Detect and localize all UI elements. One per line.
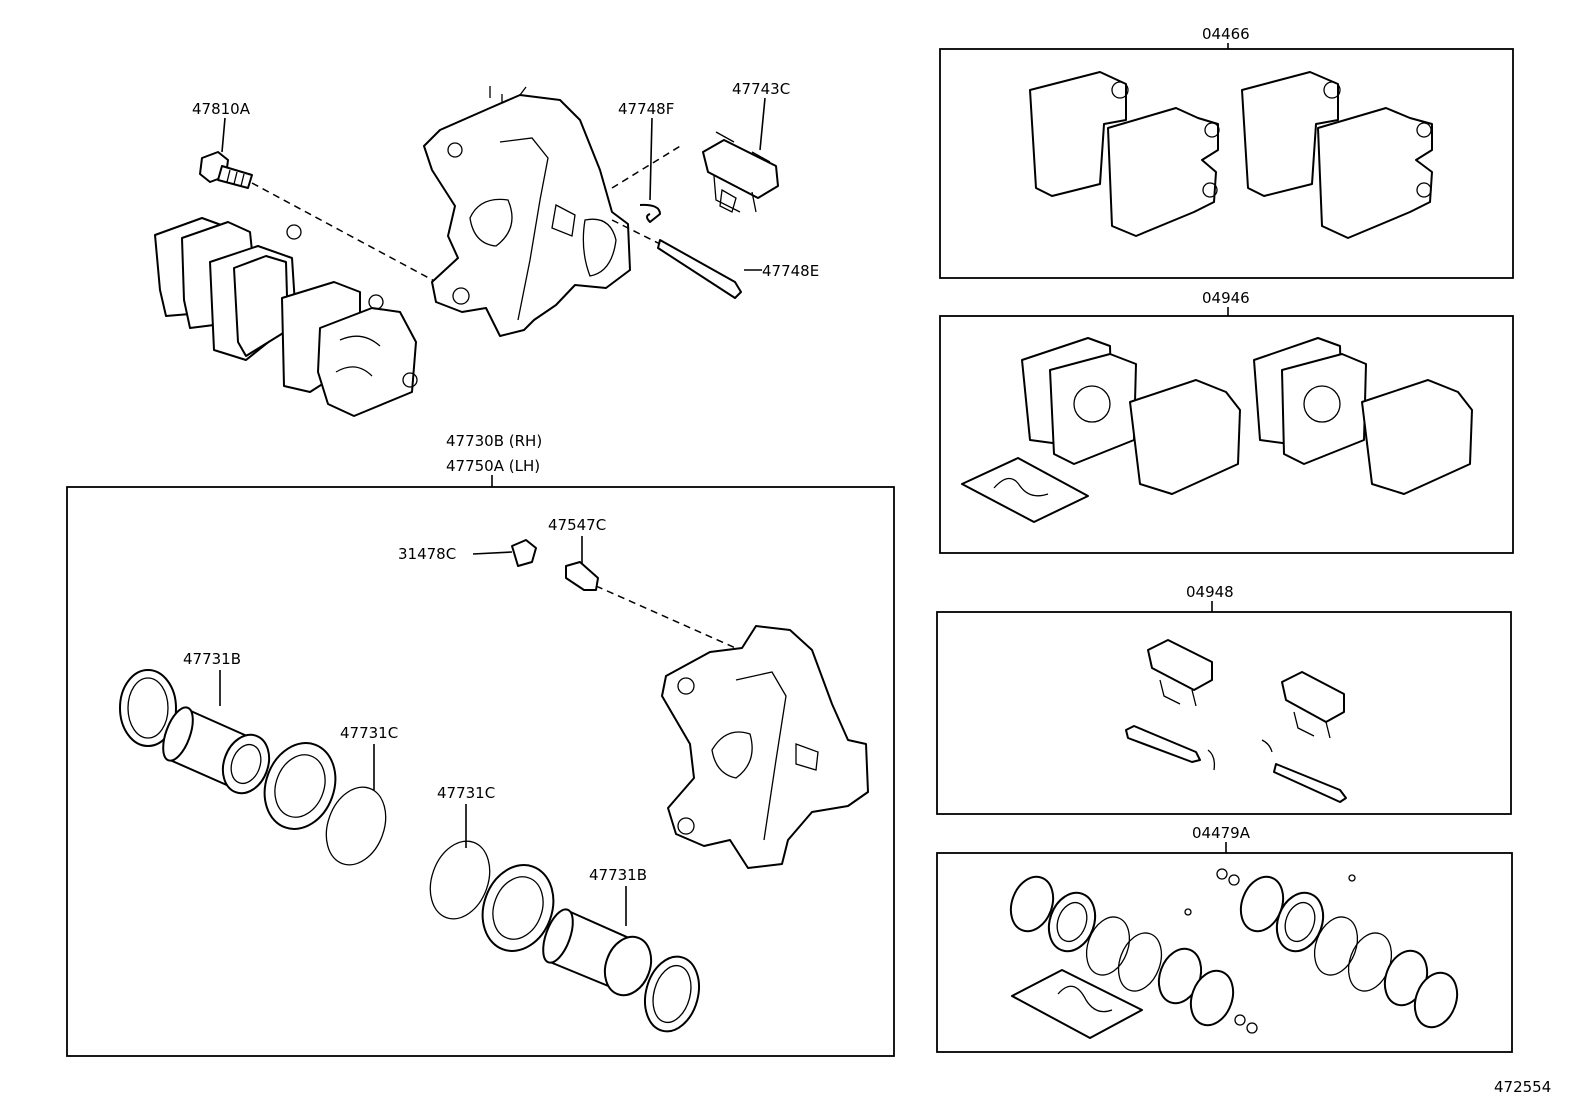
seal-ring-right-outer <box>644 955 700 1033</box>
cylinder-kit-parts <box>1009 868 1459 1039</box>
label-47547c: 47547C <box>548 516 606 534</box>
anti-squeal-shims <box>961 337 1473 523</box>
fitting-kit-parts <box>1125 639 1347 803</box>
bleeder-plug <box>565 561 599 591</box>
label-47731b-right: 47731B <box>589 866 647 884</box>
label-31478c: 31478C <box>398 545 456 563</box>
label-47810a: 47810A <box>192 100 251 118</box>
caliper-assembly-box <box>66 486 895 1057</box>
label-47731c-left: 47731C <box>340 724 398 742</box>
bolt-47810a <box>199 151 253 189</box>
figure-id: 472554 <box>1494 1078 1551 1096</box>
snap-ring-left <box>325 786 387 866</box>
dust-boot-right <box>481 864 555 952</box>
label-47731c-mid: 47731C <box>437 784 495 802</box>
cylinder-kit-box <box>936 852 1513 1053</box>
upper-caliper-group <box>154 86 779 417</box>
grease-packet-04946 <box>961 457 1089 523</box>
caliper-body <box>661 625 869 869</box>
dust-boot-left <box>263 742 337 830</box>
label-04948: 04948 <box>1186 583 1234 601</box>
bleeder-cap <box>511 539 537 567</box>
label-04479a: 04479A <box>1192 824 1251 842</box>
label-47730b-rh: 47730B (RH) <box>446 432 542 450</box>
support-plate-47743c <box>702 131 779 213</box>
anti-squeal-kit-box <box>939 315 1514 554</box>
pad-kit-box <box>939 48 1514 279</box>
label-47748f: 47748F <box>618 100 674 118</box>
snap-ring-mid <box>429 840 491 920</box>
caliper-mounting-bracket <box>423 86 631 337</box>
seal-ring-left-outer <box>119 669 177 747</box>
upper-brake-pads <box>154 217 418 417</box>
label-47731b-left: 47731B <box>183 650 241 668</box>
label-47748e: 47748E <box>762 262 819 280</box>
piston-left <box>162 706 271 795</box>
pad-kit-pads <box>1029 71 1433 239</box>
label-47750a-lh: 47750A (LH) <box>446 457 540 475</box>
fitting-kit-box <box>936 611 1512 815</box>
piston-right <box>542 908 653 997</box>
label-47743c: 47743C <box>732 80 790 98</box>
label-04946: 04946 <box>1202 289 1250 307</box>
grease-packet-04479a <box>1011 969 1143 1039</box>
label-04466: 04466 <box>1202 25 1250 43</box>
